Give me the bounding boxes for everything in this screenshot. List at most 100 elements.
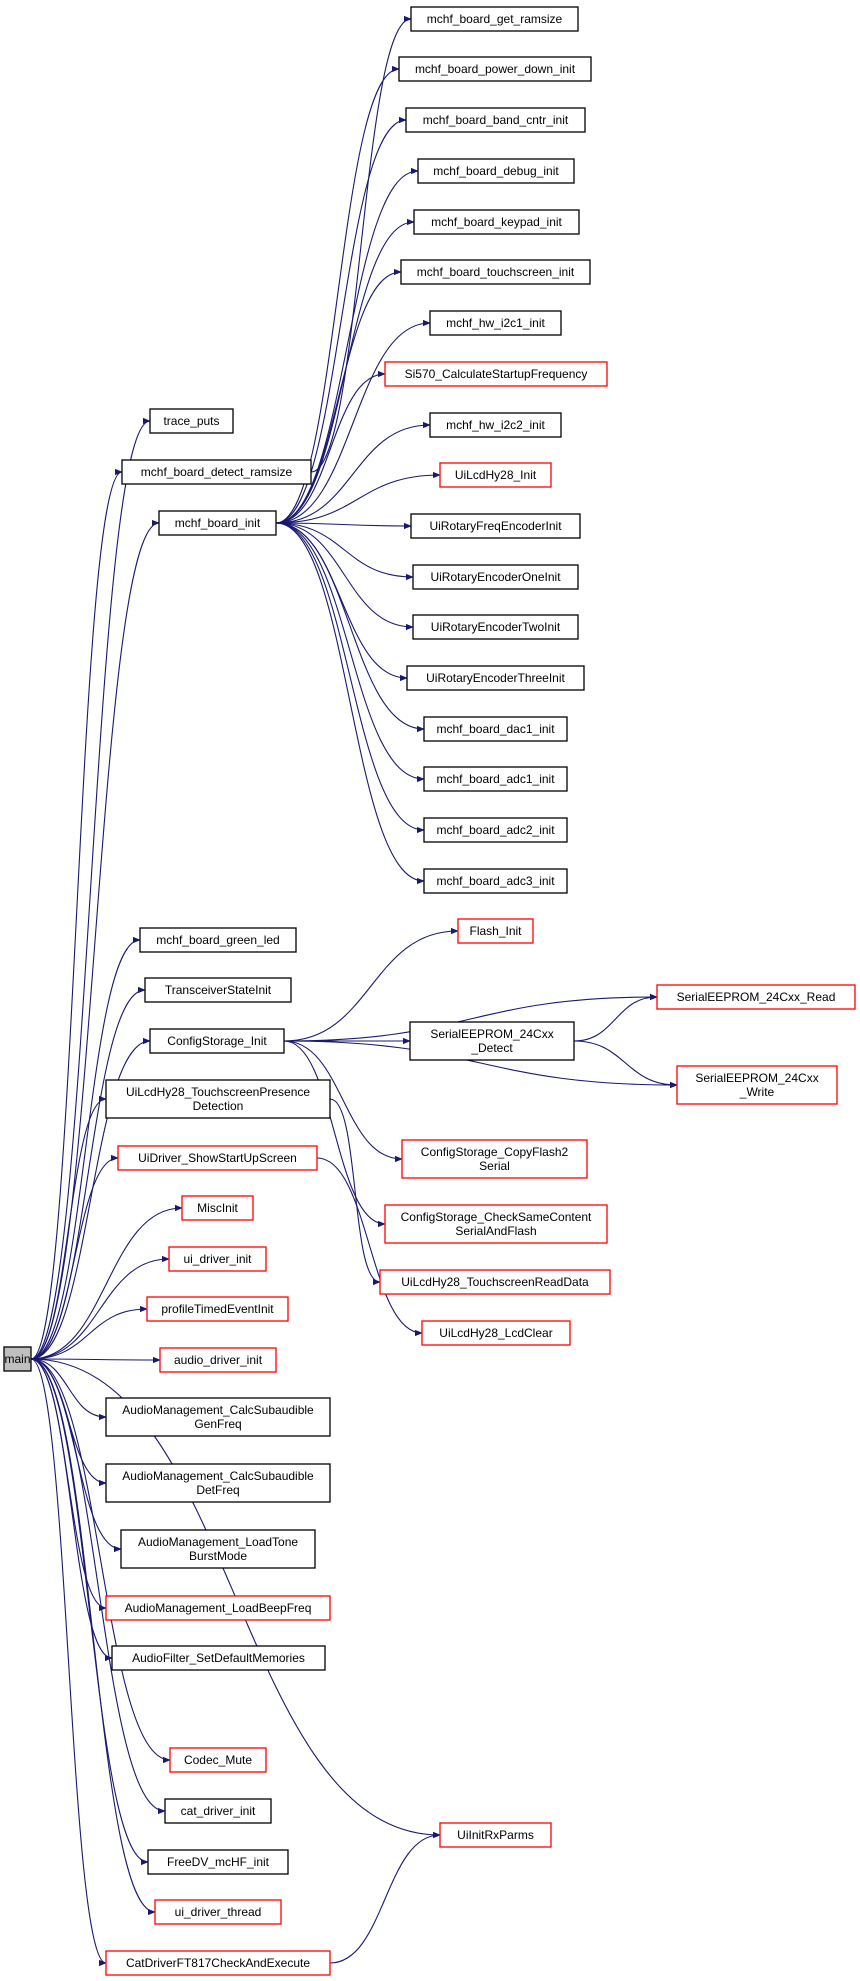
node-box [423,766,568,792]
node-label: mchf_board_get_ramsize [427,12,563,26]
node-box [105,1595,331,1621]
node-label: SerialAndFlash [455,1224,536,1238]
node-eeprom-write[interactable]: SerialEEPROM_24Cxx_Write [676,1065,838,1105]
node-box [410,6,579,32]
node-hw-i2c1-init[interactable]: mchf_hw_i2c1_init [429,310,562,336]
node-label: mchf_board_touchscreen_init [417,265,575,279]
node-rot-freq[interactable]: UiRotaryFreqEncoderInit [410,513,581,539]
node-lcdhy28-init[interactable]: UiLcdHy28_Init [439,462,552,488]
node-get-ramsize[interactable]: mchf_board_get_ramsize [410,6,579,32]
edge-show_startup-to-lcd_clear [316,1157,423,1337]
node-label: Serial [479,1159,510,1173]
edge-config_storage-to-eeprom_read [283,993,658,1042]
node-box [105,1079,331,1119]
node-label: UiLcdHy28_Init [455,468,537,482]
node-box [413,209,580,235]
node-filter-memories[interactable]: AudioFilter_SetDefaultMemories [111,1645,326,1671]
node-box [144,977,292,1003]
node-audio-driver-init[interactable]: audio_driver_init [159,1347,277,1373]
node-box [423,716,568,742]
edge-board_init-to-touchscreen_init [275,268,402,524]
node-load-beep[interactable]: AudioManagement_LoadBeepFreq [105,1595,331,1621]
node-band-cntr-init[interactable]: mchf_board_band_cntr_init [405,107,586,133]
edge-config_storage-to-eeprom_write [283,1040,678,1089]
node-adc3[interactable]: mchf_board_adc3_init [423,868,568,894]
node-label: cat_driver_init [181,1804,256,1818]
node-eeprom-detect[interactable]: SerialEEPROM_24Cxx_Detect [409,1021,575,1061]
node-config-storage[interactable]: ConfigStorage_Init [149,1028,285,1054]
node-label: mchf_board_keypad_init [431,215,562,229]
node-cat-ft817[interactable]: CatDriverFT817CheckAndExecute [105,1950,331,1976]
node-ui-init-rx[interactable]: UiInitRxParms [439,1822,552,1848]
node-debug-init[interactable]: mchf_board_debug_init [417,158,575,184]
node-label: TransceiverStateInit [165,983,272,997]
node-rot-three[interactable]: UiRotaryEncoderThreeInit [406,665,585,691]
node-label: mchf_hw_i2c1_init [446,316,545,330]
node-hw-i2c2-init[interactable]: mchf_hw_i2c2_init [429,412,562,438]
edge-board_init-to-lcdhy28_init [275,471,441,524]
node-cat-driver-init[interactable]: cat_driver_init [164,1798,272,1824]
edges-layer [30,15,678,1967]
node-adc2[interactable]: mchf_board_adc2_init [423,817,568,843]
edge-main-to-trace_puts [30,417,151,1360]
node-box [421,1320,571,1346]
node-box [147,1849,289,1875]
node-box [656,984,856,1010]
node-show-startup[interactable]: UiDriver_ShowStartUpScreen [117,1145,318,1171]
node-keypad-init[interactable]: mchf_board_keypad_init [413,209,580,235]
edge-board_init-to-adc2 [275,522,425,834]
node-lcd-clear[interactable]: UiLcdHy28_LcdClear [421,1320,571,1346]
edge-main-to-cat_ft817 [30,1358,107,1967]
node-box [149,1028,285,1054]
edge-main-to-touch_presence [30,1095,107,1360]
node-label: _Write [739,1085,775,1099]
node-box [181,1195,254,1221]
node-green-led[interactable]: mchf_board_green_led [139,927,297,953]
node-detect-ramsize[interactable]: mchf_board_detect_ramsize [121,459,312,485]
node-label: mchf_board_dac1_init [436,722,555,736]
node-freedv-init[interactable]: FreeDV_mcHF_init [147,1849,289,1875]
node-label: AudioManagement_LoadTone [138,1535,298,1549]
node-board-init[interactable]: mchf_board_init [158,510,277,536]
node-label: mchf_board_adc2_init [436,823,555,837]
edge-config_storage-to-check_same [283,1040,386,1228]
node-label: AudioManagement_CalcSubaudible [122,1403,314,1417]
node-rot-one[interactable]: UiRotaryEncoderOneInit [412,564,579,590]
node-label: DetFreq [196,1483,239,1497]
node-label: GenFreq [194,1417,241,1431]
node-eeprom-read[interactable]: SerialEEPROM_24Cxx_Read [656,984,856,1010]
node-power-down-init[interactable]: mchf_board_power_down_init [398,56,592,82]
edge-main-to-transceiver_state [30,986,146,1360]
node-box [410,513,581,539]
node-label: Detection [193,1099,244,1113]
edge-eeprom_detect-to-eeprom_read [573,993,658,1042]
node-box [105,1950,331,1976]
node-check-same[interactable]: ConfigStorage_CheckSameContentSerialAndF… [384,1204,608,1244]
node-dac1[interactable]: mchf_board_dac1_init [423,716,568,742]
node-touchscreen-init[interactable]: mchf_board_touchscreen_init [400,259,591,285]
node-label: SerialEEPROM_24Cxx [430,1027,553,1041]
node-adc1[interactable]: mchf_board_adc1_init [423,766,568,792]
node-flash-init[interactable]: Flash_Init [457,918,534,944]
node-label: UiRotaryFreqEncoderInit [429,519,562,533]
node-codec-mute[interactable]: Codec_Mute [169,1747,267,1773]
node-trace-puts[interactable]: trace_puts [149,408,234,434]
node-misc-init[interactable]: MiscInit [181,1195,254,1221]
edge-eeprom_detect-to-eeprom_write [573,1040,678,1089]
node-rot-two[interactable]: UiRotaryEncoderTwoInit [412,614,579,640]
node-label: mchf_board_green_led [156,933,279,947]
node-ui-driver-thread[interactable]: ui_driver_thread [154,1899,282,1925]
node-box [158,510,277,536]
node-touch-read[interactable]: UiLcdHy28_TouchscreenReadData [379,1269,611,1295]
node-label: AudioManagement_LoadBeepFreq [125,1601,312,1615]
node-si570[interactable]: Si570_CalculateStartupFrequency [384,361,608,387]
node-profile-timed[interactable]: profileTimedEventInit [146,1296,289,1322]
node-transceiver-state[interactable]: TransceiverStateInit [144,977,292,1003]
node-ui-driver-init[interactable]: ui_driver_init [168,1246,267,1272]
node-label: ConfigStorage_CheckSameContent [401,1210,592,1224]
